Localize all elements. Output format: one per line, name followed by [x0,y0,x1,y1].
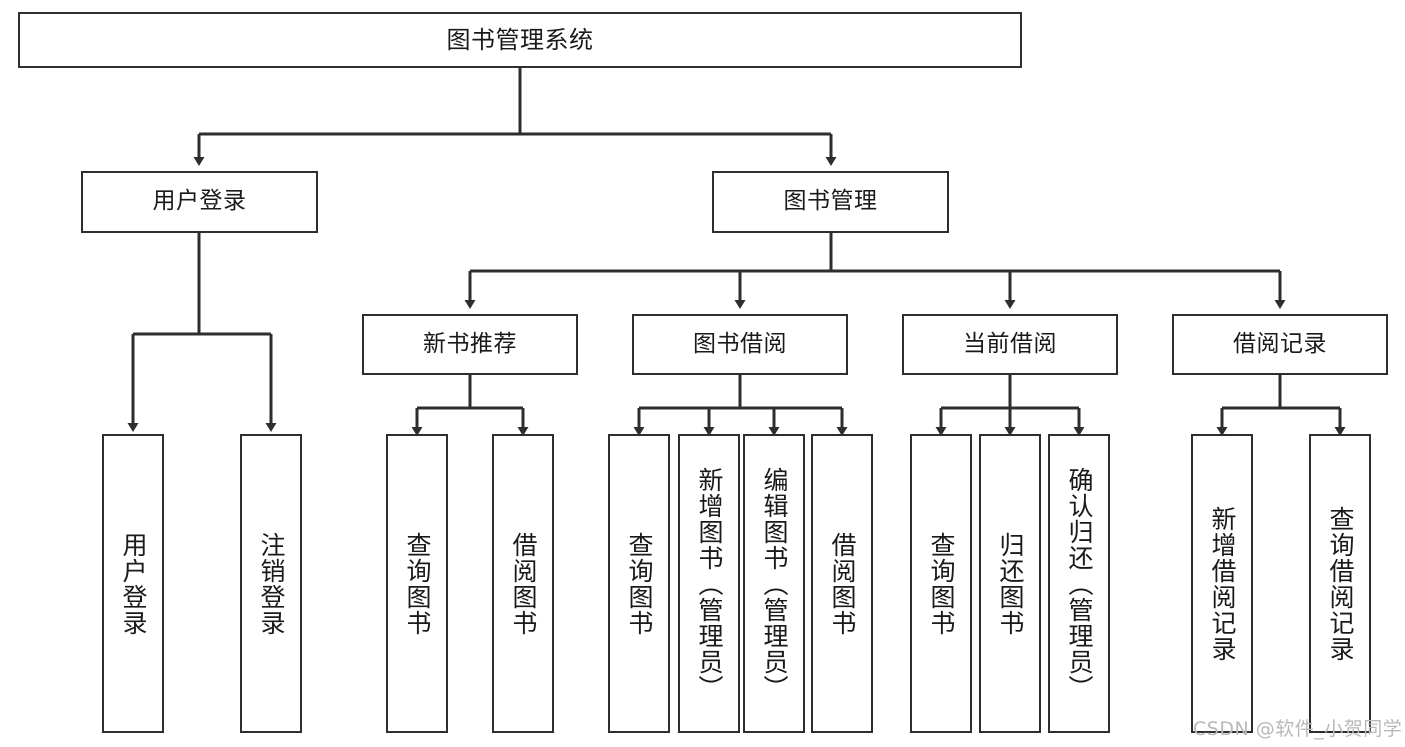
leaf-record-add[interactable]: 新增借阅记录 [1191,434,1253,733]
leaf-current-query-book[interactable]: 查询图书 [910,434,972,733]
node-user-login[interactable]: 用户登录 [81,171,318,233]
leaf-borrow-edit-book-admin-label: 编辑图书（管理员） [760,466,789,701]
leaf-current-return-book[interactable]: 归还图书 [979,434,1041,733]
node-current-borrow[interactable]: 当前借阅 [902,314,1118,375]
node-book-borrow-label: 图书借阅 [693,330,787,357]
leaf-borrow-add-book-admin[interactable]: 新增图书（管理员） [678,434,740,733]
node-user-login-label: 用户登录 [152,188,247,215]
node-new-book-recommend-label: 新书推荐 [423,330,517,357]
leaf-current-return-book-label: 归还图书 [996,531,1025,636]
leaf-user-login-label: 用户登录 [119,531,148,636]
node-new-book-recommend[interactable]: 新书推荐 [362,314,578,375]
leaf-recommend-borrow-book[interactable]: 借阅图书 [492,434,554,733]
leaf-current-query-book-label: 查询图书 [927,531,956,636]
node-book-management-label: 图书管理 [783,188,878,215]
leaf-user-logout[interactable]: 注销登录 [240,434,302,733]
leaf-borrow-add-book-admin-label: 新增图书（管理员） [695,466,724,701]
leaf-recommend-borrow-book-label: 借阅图书 [509,531,538,636]
leaf-borrow-query-book[interactable]: 查询图书 [608,434,670,733]
leaf-borrow-borrow-book[interactable]: 借阅图书 [811,434,873,733]
leaf-borrow-borrow-book-label: 借阅图书 [828,531,857,636]
node-book-management[interactable]: 图书管理 [712,171,949,233]
leaf-recommend-query-book[interactable]: 查询图书 [386,434,448,733]
node-book-borrow[interactable]: 图书借阅 [632,314,848,375]
leaf-record-add-label: 新增借阅记录 [1208,505,1237,662]
node-current-borrow-label: 当前借阅 [963,330,1057,357]
leaf-recommend-query-book-label: 查询图书 [403,531,432,636]
leaf-borrow-query-book-label: 查询图书 [625,531,654,636]
node-borrow-records-label: 借阅记录 [1233,330,1327,357]
leaf-current-confirm-return-admin-label: 确认归还（管理员） [1065,466,1094,701]
leaf-record-query-label: 查询借阅记录 [1326,505,1355,662]
leaf-user-login[interactable]: 用户登录 [102,434,164,733]
leaf-borrow-edit-book-admin[interactable]: 编辑图书（管理员） [743,434,805,733]
leaf-record-query[interactable]: 查询借阅记录 [1309,434,1371,733]
node-root[interactable]: 图书管理系统 [18,12,1022,68]
node-borrow-records[interactable]: 借阅记录 [1172,314,1388,375]
leaf-user-logout-label: 注销登录 [257,531,286,636]
leaf-current-confirm-return-admin[interactable]: 确认归还（管理员） [1048,434,1110,733]
node-root-label: 图书管理系统 [446,25,594,54]
